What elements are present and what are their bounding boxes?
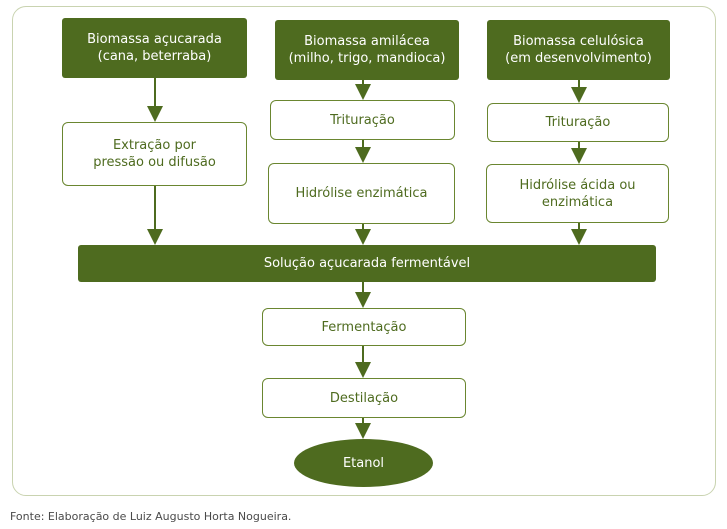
node-grinding-cellulose: Trituração bbox=[487, 103, 669, 142]
node-fermentation: Fermentação bbox=[262, 308, 466, 346]
node-extraction: Extração por pressão ou difusão bbox=[62, 122, 247, 186]
node-starch-biomass: Biomassa amilácea (milho, trigo, mandioc… bbox=[275, 20, 459, 80]
node-ethanol: Etanol bbox=[294, 439, 433, 487]
diagram-frame bbox=[12, 6, 716, 496]
node-sugar-biomass: Biomassa açucarada (cana, beterraba) bbox=[62, 18, 247, 78]
node-grinding-starch: Trituração bbox=[270, 100, 455, 140]
node-acid-hydrolysis: Hidrólise ácida ou enzimática bbox=[486, 164, 669, 223]
node-enzymatic-hydrolysis: Hidrólise enzimática bbox=[268, 163, 455, 224]
node-distillation: Destilação bbox=[262, 378, 466, 418]
node-cellulose-biomass: Biomassa celulósica (em desenvolvimento) bbox=[487, 20, 670, 80]
source-caption: Fonte: Elaboração de Luiz Augusto Horta … bbox=[10, 510, 292, 523]
node-sugar-solution: Solução açucarada fermentável bbox=[78, 245, 656, 282]
